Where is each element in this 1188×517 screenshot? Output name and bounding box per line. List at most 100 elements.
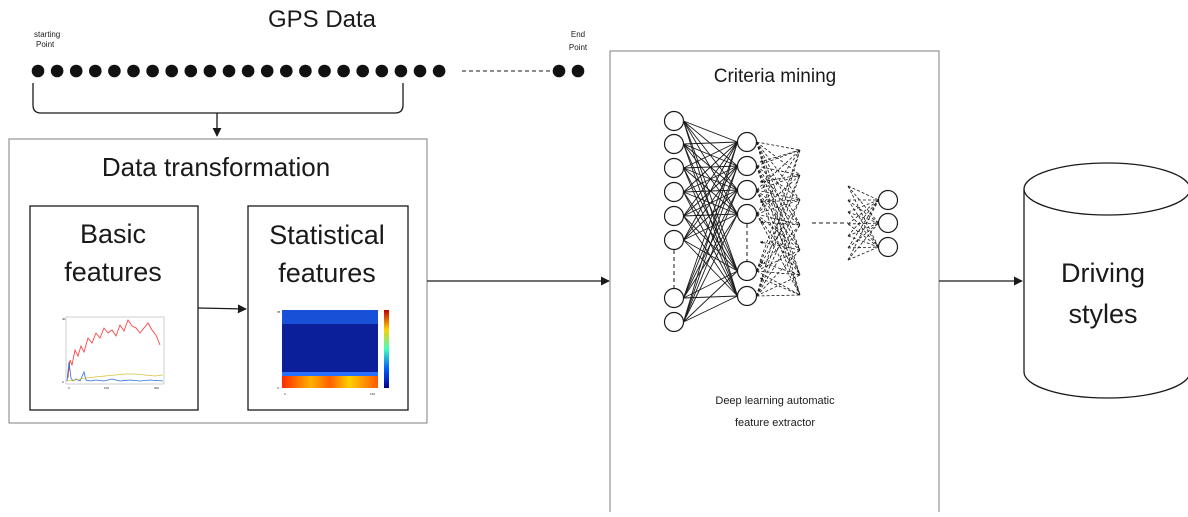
gps-point [69,64,83,78]
nn-dashed-edge [759,261,801,276]
gps-point [552,64,566,78]
nn-edge [683,141,738,299]
nn-dashed-edge [756,149,801,272]
basic-features-line-plot: 40 0 0 100 200 [62,316,165,390]
nn-node-layer-3 [877,236,899,258]
nn-edge [683,120,738,272]
nn-dashed-edge [756,224,801,297]
nn-dashed-edge [847,222,879,261]
gps-point [413,64,427,78]
nn-dashed-edge [847,199,879,237]
nn-dashed-edge [759,220,801,226]
nn-edge [683,143,738,272]
nn-dashed-edge [759,199,801,204]
nn-edge [683,141,738,145]
gps-point [318,64,331,78]
gps-point [222,64,236,78]
neural-network [663,110,899,333]
nn-dashed-edge [847,199,879,248]
nn-edge [683,213,738,323]
gps-point [432,64,446,78]
nn-dashed-edge [847,199,879,225]
nn-node-layer-2 [736,131,758,153]
svg-text:120: 120 [370,392,375,396]
nn-edge [683,120,738,143]
gps-point [50,64,64,78]
nn-node-layer-2 [736,179,758,201]
nn-edge [683,295,738,323]
nn-dashed-edge [847,246,879,249]
nn-dashed-edge [847,211,879,248]
gps-point [356,64,370,78]
gps-point [299,64,312,78]
svg-text:35: 35 [277,310,281,314]
nn-dashed-edge [756,189,801,296]
nn-dashed-edge [847,199,879,261]
gps-point [184,64,198,78]
nn-dashed-edge [756,165,801,276]
nn-dashed-edge [847,222,879,237]
nn-dashed-edge [756,199,801,297]
nn-dashed-edge [847,211,879,224]
nn-edge [683,213,738,241]
gps-point [375,64,389,78]
nn-dashed-edge [756,199,801,215]
svg-text:200: 200 [154,386,159,390]
nn-edge [683,189,738,323]
driving-styles-label-line1: Driving [1061,258,1145,288]
nn-dashed-edge [756,294,801,297]
nn-dashed-edge [756,141,801,276]
nn-dashed-edge [756,199,801,272]
nn-dashed-edge [847,222,879,225]
nn-dashed-edge [756,213,801,226]
nn-node-layer-2 [736,285,758,307]
end-label-line2: Point [569,43,588,52]
nn-edge [683,141,738,241]
gps-point [127,64,140,78]
nn-dashed-edge [756,174,801,297]
driving-styles-label-line2: styles [1068,299,1137,329]
nn-node-layer-1 [663,205,685,227]
nn-dashed-edge [756,165,801,251]
nn-dashed-edge [756,189,801,251]
svg-text:0: 0 [284,392,286,396]
nn-dashed-edge [756,213,801,276]
nn-dashed-edge [759,149,801,163]
nn-dashed-edge [847,185,879,201]
nn-edge [683,165,738,241]
nn-dashed-edge [756,165,801,226]
nn-dashed-edge [756,213,801,296]
nn-dashed-edge [847,185,879,248]
arrow-basic-to-statistical [197,304,247,314]
nn-node-layer-1 [663,133,685,155]
nn-dashed-edge [756,189,801,201]
nn-dashed-edge [756,274,801,297]
gps-title: GPS Data [268,6,377,33]
gps-point [280,64,293,78]
nn-node-layer-1 [663,229,685,251]
nn-dashed-edge [756,189,801,276]
statistical-features-label-line1: Statistical [269,220,385,250]
criteria-mining-caption-line2: feature extractor [735,417,815,429]
gps-points-row [31,64,585,78]
svg-text:100: 100 [104,386,109,390]
nn-dashed-edge [756,149,801,215]
gps-window-bracket [32,83,404,114]
gps-point [241,64,255,78]
nn-dashed-edge [756,141,801,251]
gps-point [337,64,350,78]
basic-features-label-line2: features [64,257,162,287]
nn-edge [683,189,738,241]
nn-dashed-edge [756,174,801,191]
nn-edge [683,141,738,323]
start-label-line2: Point [36,40,55,49]
nn-node-layer-3 [877,212,899,234]
nn-dashed-edge [756,213,801,251]
nn-dashed-edge [847,199,879,249]
start-label-line1: starting [34,30,60,39]
svg-text:0: 0 [68,386,70,390]
nn-edges [683,120,879,323]
nn-edge [683,141,738,193]
nn-dashed-edge [756,149,801,167]
